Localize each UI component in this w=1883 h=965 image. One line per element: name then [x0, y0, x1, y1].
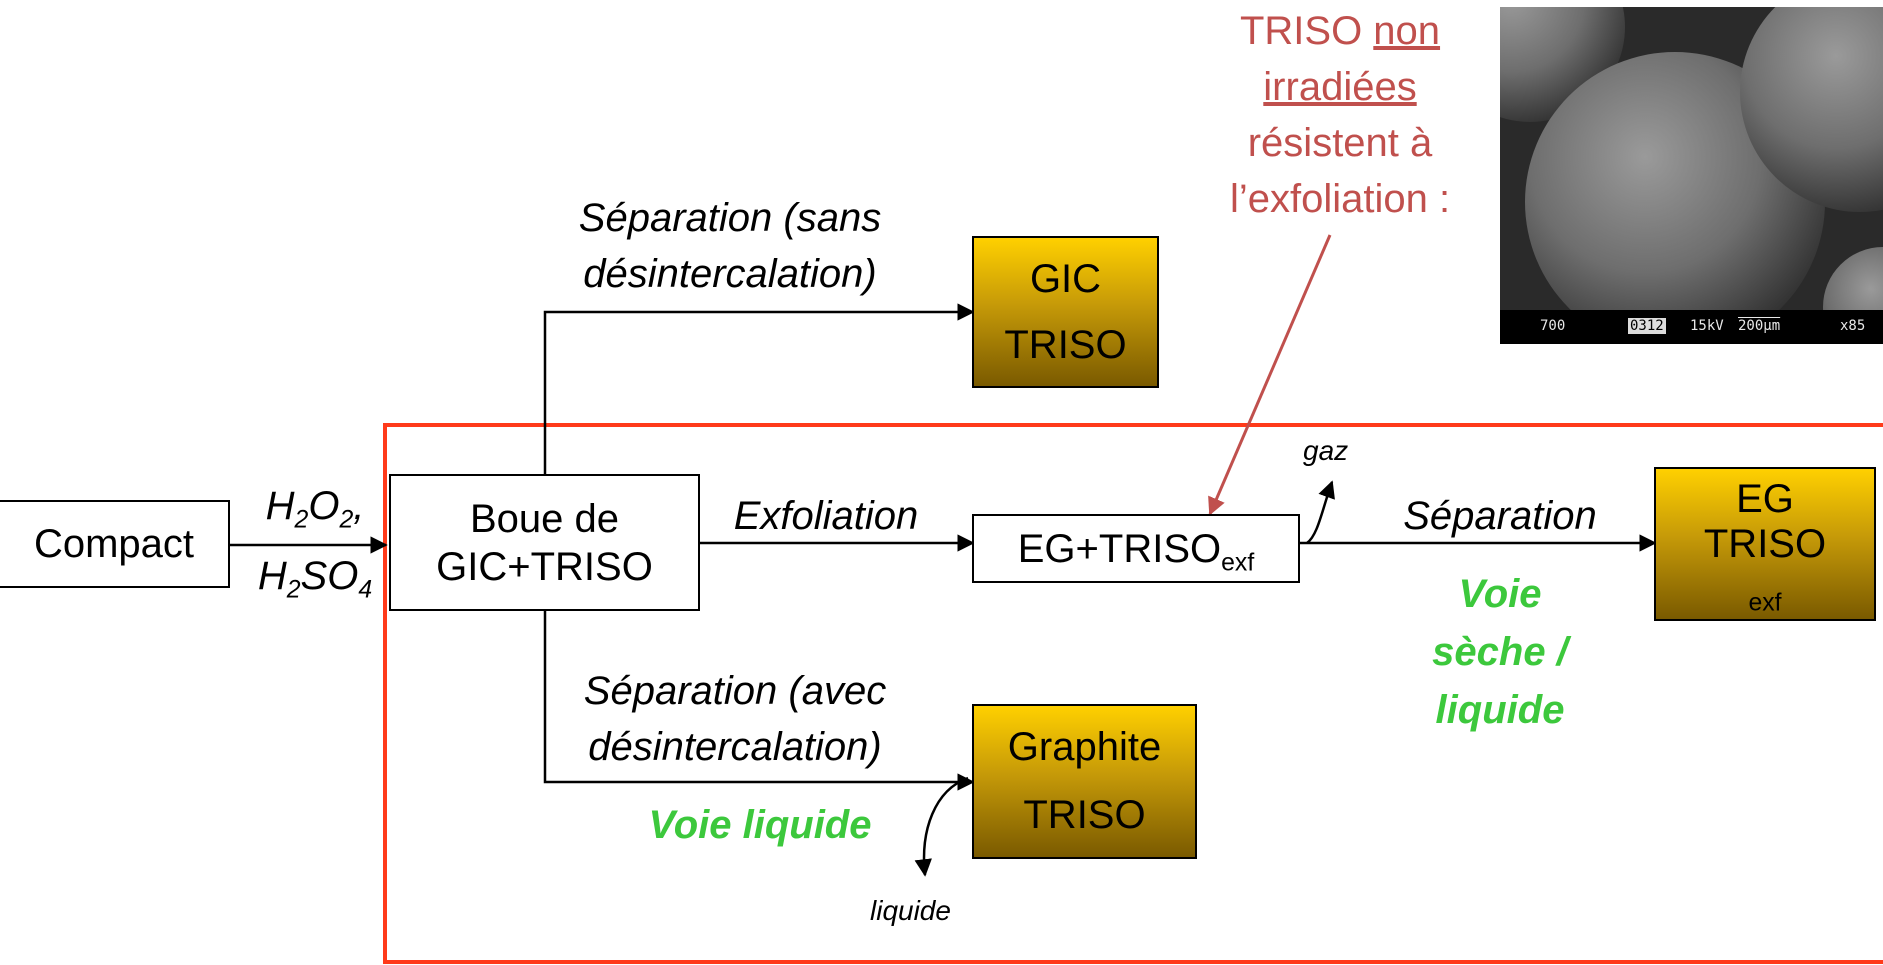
sem-spheres-image [1500, 7, 1883, 310]
reagent-h2o2: H2O2, [265, 484, 365, 534]
note-pointer [1208, 234, 1332, 516]
boue-label-line2: GIC+TRISO [436, 544, 653, 589]
graphite-triso-label: TRISO [1023, 792, 1146, 837]
eg-label: EG [1736, 477, 1794, 521]
eg-triso-exf-label: EG+TRISOexf [1017, 526, 1255, 577]
reagent-h2so4: H2SO4 [257, 554, 373, 604]
arrow-gaz [1306, 480, 1335, 545]
label-liquide: liquide [870, 895, 951, 926]
sem-micrograph: 700 0312 15kV 200µm x85 [1500, 7, 1883, 344]
graphite-label: Graphite [1007, 725, 1162, 770]
route-voie-liquide: Voie liquide [648, 803, 872, 847]
label-separation-avec: Séparation (avec désintercalation) [583, 669, 887, 769]
eg-triso-exf-box: EG+TRISOexf [972, 514, 1300, 583]
triso-note: TRISO non irradiées résistent à l’exfoli… [1229, 9, 1451, 221]
compact-box: Compact [0, 500, 230, 588]
gic-triso-box: GIC TRISO [972, 236, 1159, 388]
sem-info-bar: 700 0312 15kV 200µm x85 [1500, 310, 1883, 344]
boue-label-line1: Boue de [469, 496, 620, 541]
compact-label: Compact [33, 522, 195, 566]
label-separation: Séparation [1403, 494, 1597, 538]
gic-label: GIC [1029, 256, 1102, 301]
label-exfoliation: Exfoliation [733, 494, 919, 538]
gic-triso-label: TRISO [1004, 322, 1127, 367]
label-gaz: gaz [1303, 435, 1349, 466]
arrow-boue-to-graphite [543, 611, 975, 791]
arrow-liquide [914, 776, 969, 877]
label-separation-sans: Séparation (sans désintercalation) [578, 196, 882, 296]
route-voie-seche-liquide: Voie sèche / liquide [1432, 572, 1568, 732]
boue-box: Boue de GIC+TRISO [389, 474, 700, 611]
arrow-boue-to-gic [543, 303, 975, 474]
graphite-triso-box: Graphite TRISO [972, 704, 1197, 859]
highlight-frame [383, 423, 1883, 964]
